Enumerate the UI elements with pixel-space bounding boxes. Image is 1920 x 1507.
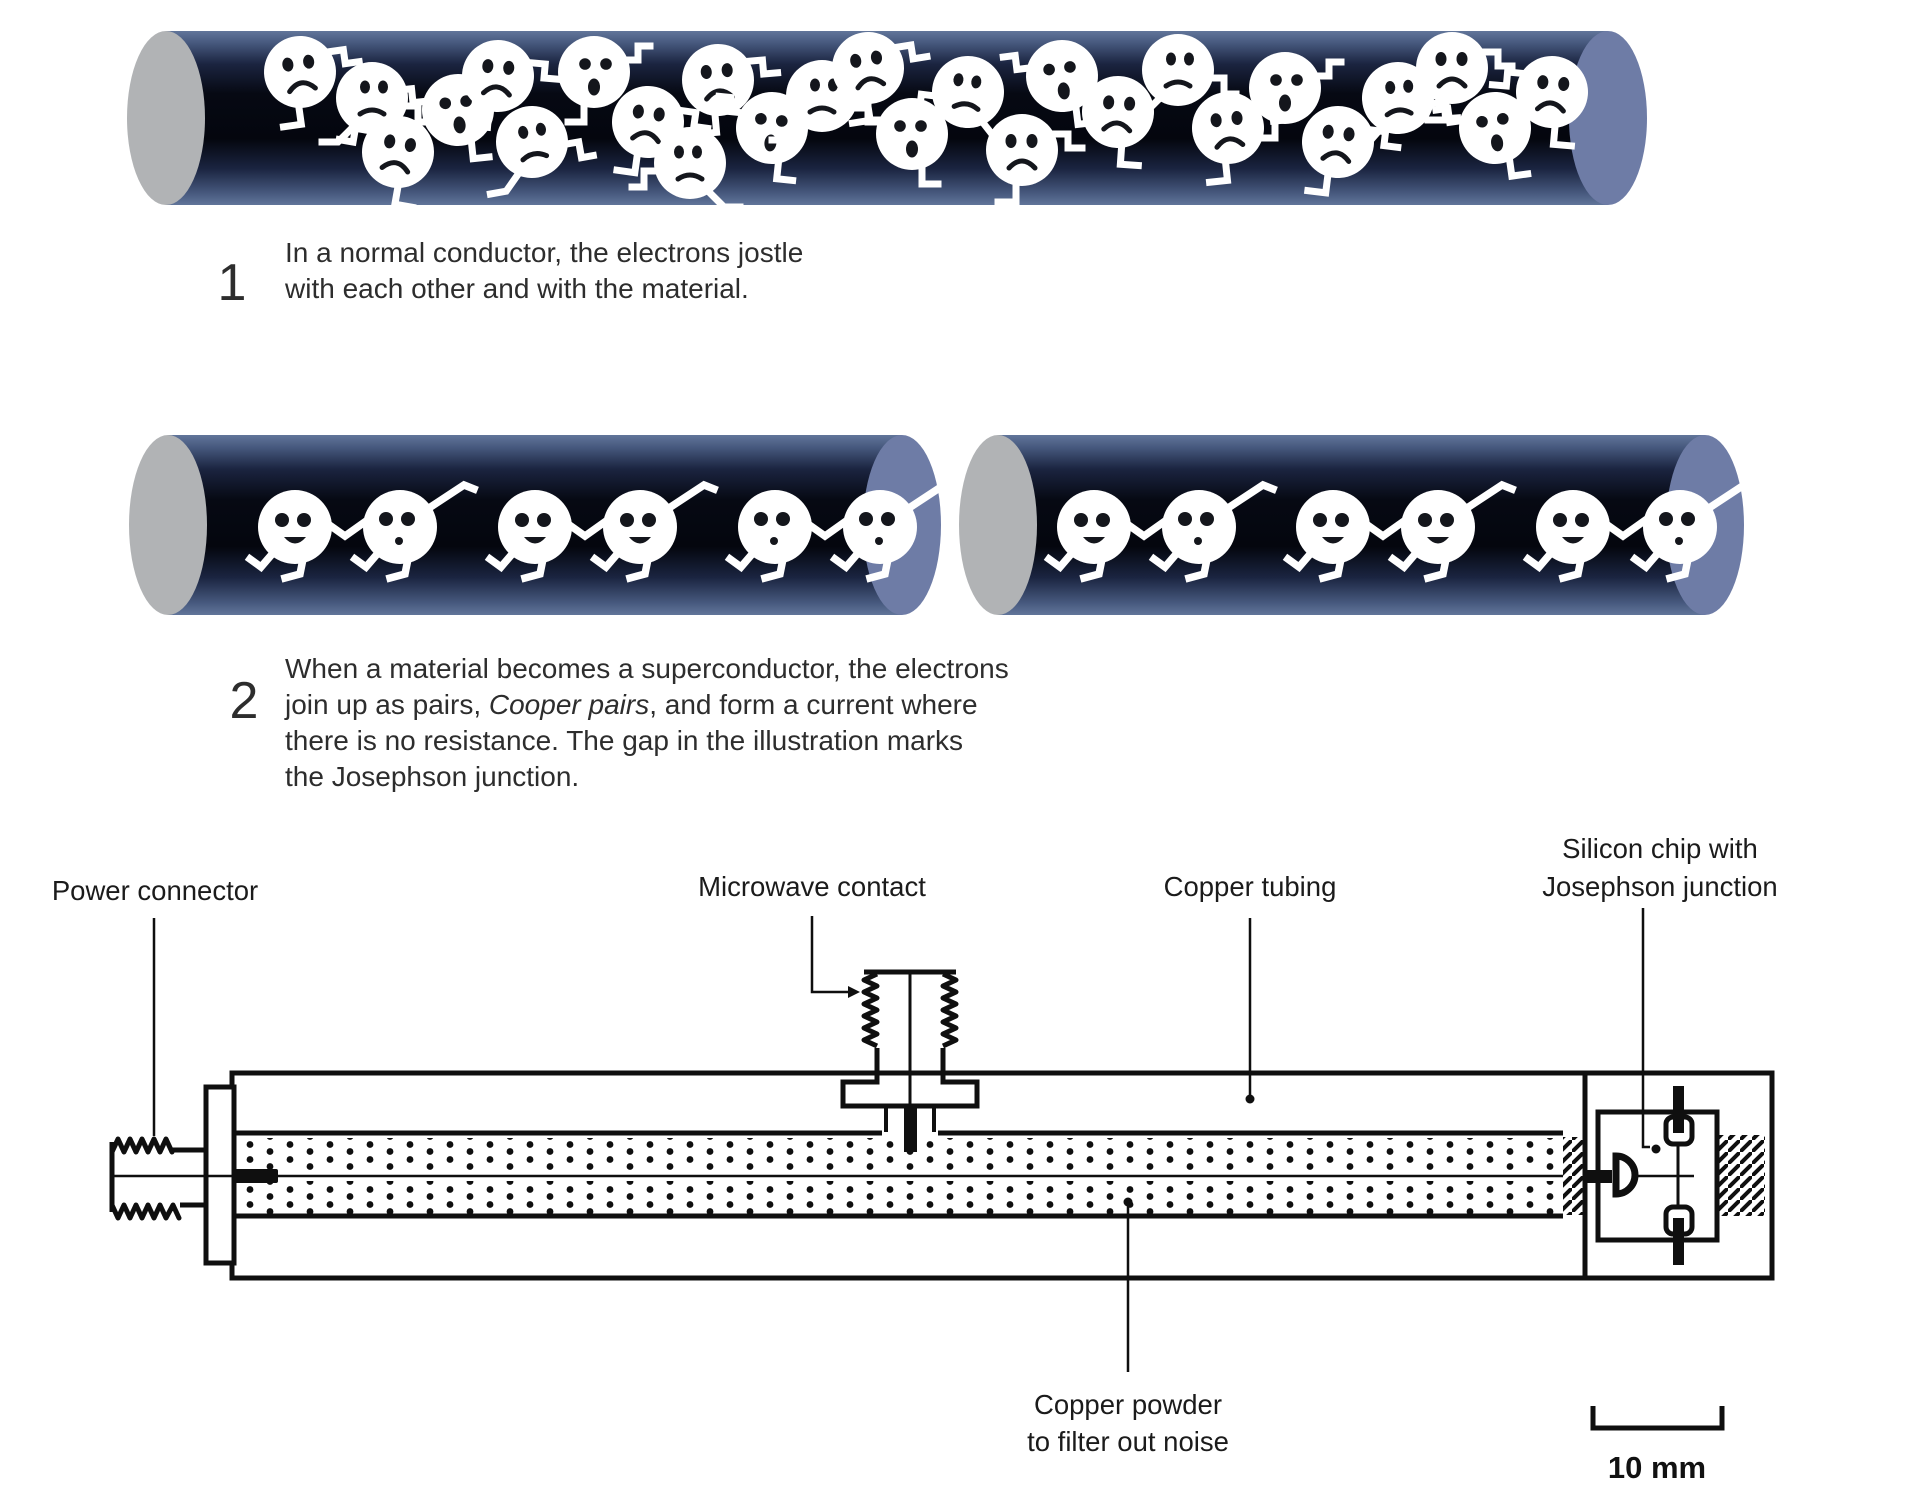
step2-caption: 2 When a material becomes a superconduct… xyxy=(230,653,1009,792)
conductor-left-cap xyxy=(127,31,205,205)
junction-top-stub xyxy=(1673,1086,1684,1133)
label-copper-powder-line2: to filter out noise xyxy=(1027,1426,1229,1457)
scale-bar-bracket xyxy=(1590,1406,1725,1431)
step2-line2-post: , and form a current where xyxy=(649,689,977,720)
silicon-chip-leader-dot xyxy=(1651,1144,1661,1154)
label-silicon-chip-line2: Josephson junction xyxy=(1542,871,1777,902)
microwave-leader-arrow xyxy=(848,986,860,998)
chip-feed-bar xyxy=(1586,1170,1612,1183)
spacer-hatch-left xyxy=(1563,1137,1585,1215)
step2-line2-pre: join up as pairs, xyxy=(284,689,489,720)
copper-powder-lower xyxy=(236,1181,1562,1214)
silicon-chip xyxy=(1586,1086,1720,1265)
label-silicon-chip-line1: Silicon chip with xyxy=(1562,833,1758,864)
d-connector xyxy=(1612,1152,1639,1198)
conductor-right-cap xyxy=(1569,31,1647,205)
label-copper-tubing: Copper tubing xyxy=(1164,871,1337,902)
superconductor-left-cylinder xyxy=(129,435,954,615)
microwave-contact-leader xyxy=(810,916,848,994)
microwave-contact xyxy=(840,969,980,1152)
connector-thread-top xyxy=(109,1136,175,1155)
junction-bottom-stub xyxy=(1673,1218,1684,1265)
device-diagram: Power connector Microwave contact Copper… xyxy=(52,833,1778,1485)
label-microwave-contact: Microwave contact xyxy=(698,871,926,902)
step1-caption: 1 In a normal conductor, the electrons j… xyxy=(218,237,804,312)
copper-powder-upper xyxy=(236,1138,1562,1171)
superconductor-right-cylinder xyxy=(959,435,1754,615)
silicon-chip-leader xyxy=(1641,908,1650,1149)
scale-bar-label: 10 mm xyxy=(1608,1450,1706,1485)
power-connector xyxy=(109,1136,206,1221)
step2-line4: the Josephson junction. xyxy=(285,761,579,792)
label-copper-powder-line1: Copper powder xyxy=(1034,1389,1222,1420)
scale-bar: 10 mm xyxy=(1590,1406,1725,1485)
superconductor-left-left-cap xyxy=(129,435,207,615)
connector-thread-bottom xyxy=(109,1202,182,1221)
step2-line3: there is no resistance. The gap in the i… xyxy=(285,725,963,756)
contact-thread-left xyxy=(861,971,880,1049)
junction-bottom-box xyxy=(1663,1204,1695,1237)
copper-tubing-leader-dot xyxy=(1245,1094,1255,1104)
step1-line1: In a normal conductor, the electrons jos… xyxy=(285,237,803,268)
contact-pin xyxy=(904,1106,917,1152)
step2-line2: join up as pairs, Cooper pairs, and form… xyxy=(284,689,978,720)
step2-line1: When a material becomes a superconductor… xyxy=(285,653,1009,684)
step2-number: 2 xyxy=(230,672,259,730)
normal-conductor-cylinder xyxy=(127,23,1647,209)
spacer-hatch-right xyxy=(1719,1135,1765,1216)
contact-thread-right xyxy=(940,971,959,1049)
superconductor-right-left-cap xyxy=(959,435,1037,615)
center-conductor-start xyxy=(234,1169,278,1183)
junction-top-box xyxy=(1663,1114,1695,1147)
step1-line2: with each other and with the material. xyxy=(284,273,749,304)
step1-number: 1 xyxy=(218,254,247,312)
label-power-connector: Power connector xyxy=(52,875,258,906)
step2-line2-italic: Cooper pairs xyxy=(489,689,649,720)
